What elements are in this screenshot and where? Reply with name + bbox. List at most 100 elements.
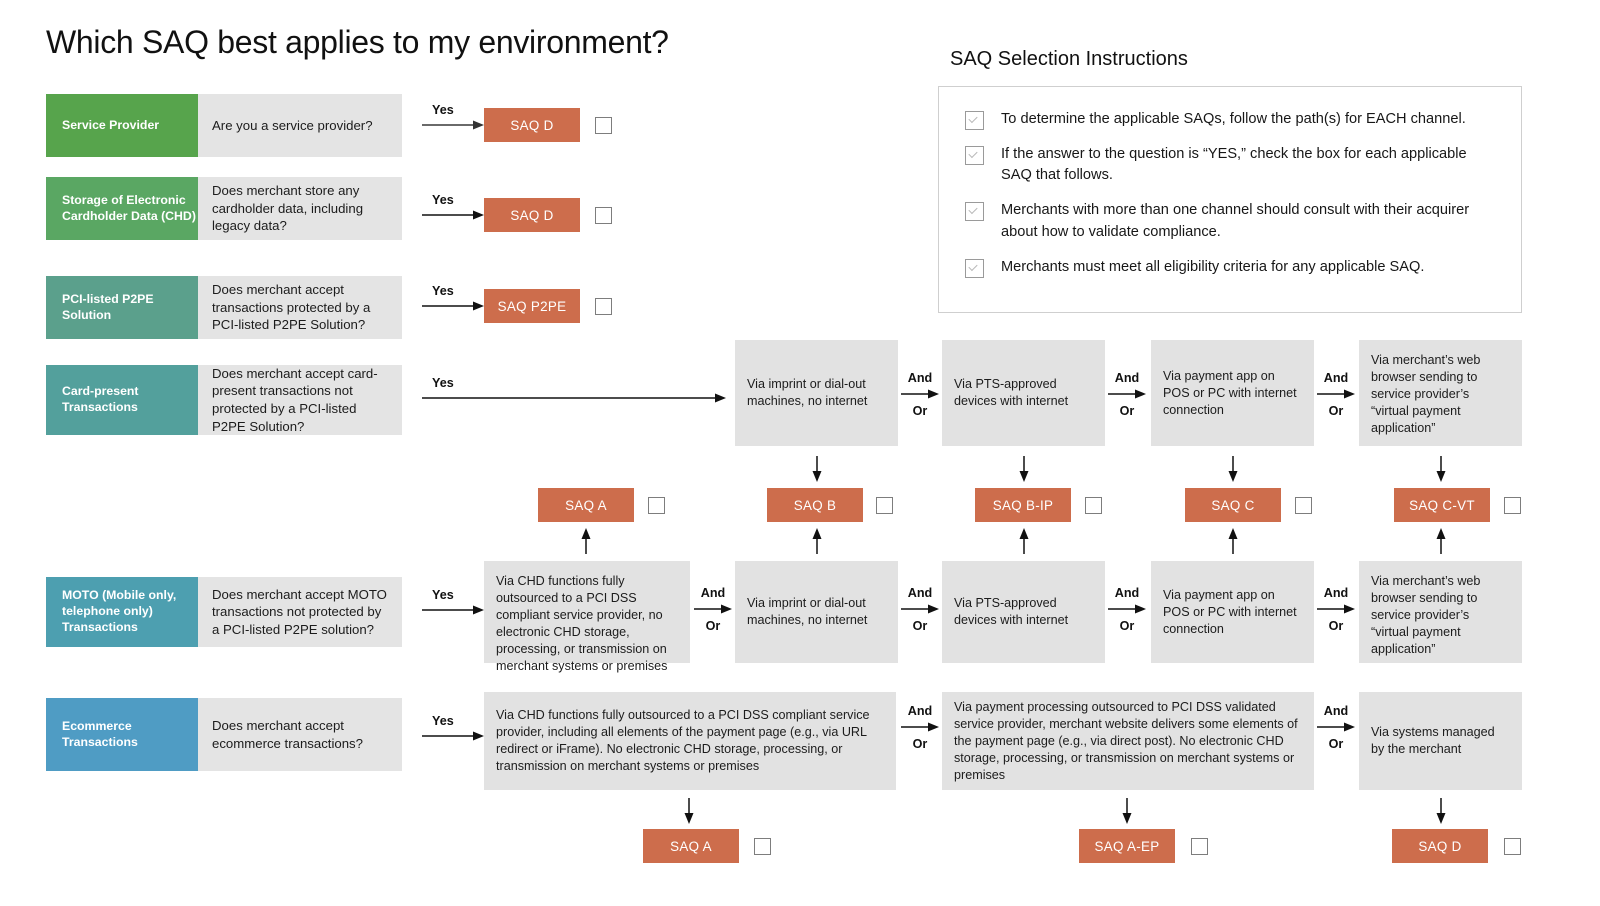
saq-box-bottom-d[interactable]: SAQ D bbox=[1392, 829, 1488, 863]
checkmark-icon[interactable] bbox=[965, 146, 984, 166]
instruction-text: Merchants with more than one channel sho… bbox=[1001, 202, 1470, 240]
instruction-text: Merchants must meet all eligibility crit… bbox=[1001, 258, 1425, 275]
channel-text: Via imprint or dial-out machines, no int… bbox=[747, 377, 868, 408]
saq-checkbox-c[interactable] bbox=[1295, 497, 1312, 514]
channel-text: Via payment app on POS or PC with intern… bbox=[1163, 587, 1297, 636]
row-label-chd-storage: Storage of Electronic Cardholder Data (C… bbox=[46, 177, 198, 240]
channel-text: Via systems managed by the merchant bbox=[1371, 725, 1495, 756]
and-label: And bbox=[907, 704, 933, 718]
row-label-text: Service Provider bbox=[62, 117, 160, 132]
arrow-down-cp-1 bbox=[811, 456, 823, 482]
saq-box-p2pe[interactable]: SAQ P2PE bbox=[484, 289, 580, 323]
checkmark-icon[interactable] bbox=[965, 202, 984, 222]
saq-checkbox-bottom-aep[interactable] bbox=[1191, 838, 1208, 855]
instructions-panel: To determine the applicable SAQs, follow… bbox=[938, 86, 1522, 313]
and-or-cp-3: And Or bbox=[1317, 372, 1355, 418]
checkmark-icon[interactable] bbox=[965, 111, 984, 130]
or-label: Or bbox=[1328, 737, 1344, 752]
row-question-moto: Does merchant accept MOTO transactions n… bbox=[198, 577, 402, 647]
saq-box-bottom-aep[interactable]: SAQ A-EP bbox=[1079, 829, 1175, 863]
yes-label-row1: Yes bbox=[432, 103, 454, 117]
arrow-down-ecom-1 bbox=[683, 798, 695, 824]
row-label-ecommerce: Ecommerce Transactions bbox=[46, 698, 198, 771]
row-label-text: PCI-listed P2PE Solution bbox=[62, 291, 154, 322]
moto-channel-3: Via PTS-approved devices with internet bbox=[942, 561, 1105, 663]
ecommerce-channel-2: Via payment processing outsourced to PCI… bbox=[942, 692, 1314, 790]
saq-checkbox-b[interactable] bbox=[876, 497, 893, 514]
and-label: And bbox=[1323, 586, 1349, 600]
row-question-p2pe: Does merchant accept transactions protec… bbox=[198, 276, 402, 339]
instruction-item-3[interactable]: Merchants with more than one channel sho… bbox=[965, 200, 1495, 242]
card-present-channel-2: Via PTS-approved devices with internet bbox=[942, 340, 1105, 446]
or-label: Or bbox=[912, 619, 928, 634]
arrow-up-moto-4 bbox=[1227, 528, 1239, 554]
saq-label: SAQ B bbox=[793, 497, 837, 513]
arrow-row5 bbox=[422, 604, 484, 616]
saq-checkbox-cvt[interactable] bbox=[1504, 497, 1521, 514]
saq-box-service-provider[interactable]: SAQ D bbox=[484, 108, 580, 142]
row-question-card-present: Does merchant accept card-present transa… bbox=[198, 365, 402, 435]
saq-box-c[interactable]: SAQ C bbox=[1185, 488, 1281, 522]
and-label: And bbox=[700, 586, 726, 600]
row-label-text: MOTO (Mobile only, telephone only) Trans… bbox=[62, 588, 177, 634]
saq-checkbox-bottom-d[interactable] bbox=[1504, 838, 1521, 855]
row-label-card-present: Card-present Transactions bbox=[46, 365, 198, 435]
arrow-up-moto-5 bbox=[1435, 528, 1447, 554]
or-label: Or bbox=[1328, 619, 1344, 634]
instruction-item-1[interactable]: To determine the applicable SAQs, follow… bbox=[965, 109, 1495, 130]
saq-box-cvt[interactable]: SAQ C-VT bbox=[1394, 488, 1490, 522]
arrow-down-ecom-3 bbox=[1435, 798, 1447, 824]
row-label-service-provider: Service Provider bbox=[46, 94, 198, 157]
or-label: Or bbox=[1119, 404, 1135, 419]
saq-label: SAQ A bbox=[565, 497, 607, 513]
row-question-text: Are you a service provider? bbox=[212, 117, 373, 133]
or-label: Or bbox=[912, 737, 928, 752]
arrow-down-cp-4 bbox=[1435, 456, 1447, 482]
moto-channel-4: Via payment app on POS or PC with intern… bbox=[1151, 561, 1314, 663]
saq-box-bottom-a[interactable]: SAQ A bbox=[643, 829, 739, 863]
channel-text: Via merchant’s web browser sending to se… bbox=[1371, 353, 1481, 435]
channel-text: Via payment app on POS or PC with intern… bbox=[1163, 368, 1297, 417]
instruction-text: If the answer to the question is “YES,” … bbox=[1001, 146, 1467, 184]
saq-checkbox-p2pe[interactable] bbox=[595, 298, 612, 315]
moto-channel-1: Via CHD functions fully outsourced to a … bbox=[484, 561, 690, 673]
yes-label-row6: Yes bbox=[432, 714, 454, 728]
and-or-cp-2: And Or bbox=[1108, 372, 1146, 418]
saq-checkbox-bip[interactable] bbox=[1085, 497, 1102, 514]
channel-text: Via PTS-approved devices with internet bbox=[954, 596, 1069, 627]
page-title: Which SAQ best applies to my environment… bbox=[46, 24, 669, 60]
ecommerce-channel-3: Via systems managed by the merchant bbox=[1359, 692, 1522, 790]
saq-box-b[interactable]: SAQ B bbox=[767, 488, 863, 522]
arrow-up-moto-1 bbox=[580, 528, 592, 554]
saq-checkbox-a[interactable] bbox=[648, 497, 665, 514]
saq-label: SAQ P2PE bbox=[497, 298, 567, 314]
instruction-item-2[interactable]: If the answer to the question is “YES,” … bbox=[965, 144, 1495, 186]
or-label: Or bbox=[912, 404, 928, 419]
and-or-cp-1: And Or bbox=[901, 372, 939, 418]
saq-box-chd-storage[interactable]: SAQ D bbox=[484, 198, 580, 232]
or-label: Or bbox=[705, 619, 721, 634]
and-or-ecom-2: And Or bbox=[1317, 705, 1355, 751]
saq-checkbox-service-provider[interactable] bbox=[595, 117, 612, 134]
yes-label-row5: Yes bbox=[432, 588, 454, 602]
card-present-channel-1: Via imprint or dial-out machines, no int… bbox=[735, 340, 898, 446]
row-question-text: Does merchant store any cardholder data,… bbox=[212, 183, 364, 234]
checkmark-icon[interactable] bbox=[965, 258, 984, 278]
instruction-item-4[interactable]: Merchants must meet all eligibility crit… bbox=[965, 257, 1495, 278]
channel-text: Via CHD functions fully outsourced to a … bbox=[496, 574, 668, 673]
saq-checkbox-bottom-a[interactable] bbox=[754, 838, 771, 855]
channel-text: Via CHD functions fully outsourced to a … bbox=[496, 708, 870, 773]
and-label: And bbox=[907, 371, 933, 385]
and-label: And bbox=[1323, 704, 1349, 718]
and-label: And bbox=[1114, 586, 1140, 600]
saq-checkbox-chd-storage[interactable] bbox=[595, 207, 612, 224]
row-question-text: Does merchant accept card-present transa… bbox=[212, 365, 378, 434]
or-label: Or bbox=[1119, 619, 1135, 634]
saq-box-a[interactable]: SAQ A bbox=[538, 488, 634, 522]
card-present-channel-4: Via merchant’s web browser sending to se… bbox=[1359, 340, 1522, 446]
row-question-service-provider: Are you a service provider? bbox=[198, 94, 402, 157]
arrow-row1 bbox=[422, 119, 484, 131]
saq-box-bip[interactable]: SAQ B-IP bbox=[975, 488, 1071, 522]
or-label: Or bbox=[1328, 404, 1344, 419]
arrow-down-cp-2 bbox=[1018, 456, 1030, 482]
